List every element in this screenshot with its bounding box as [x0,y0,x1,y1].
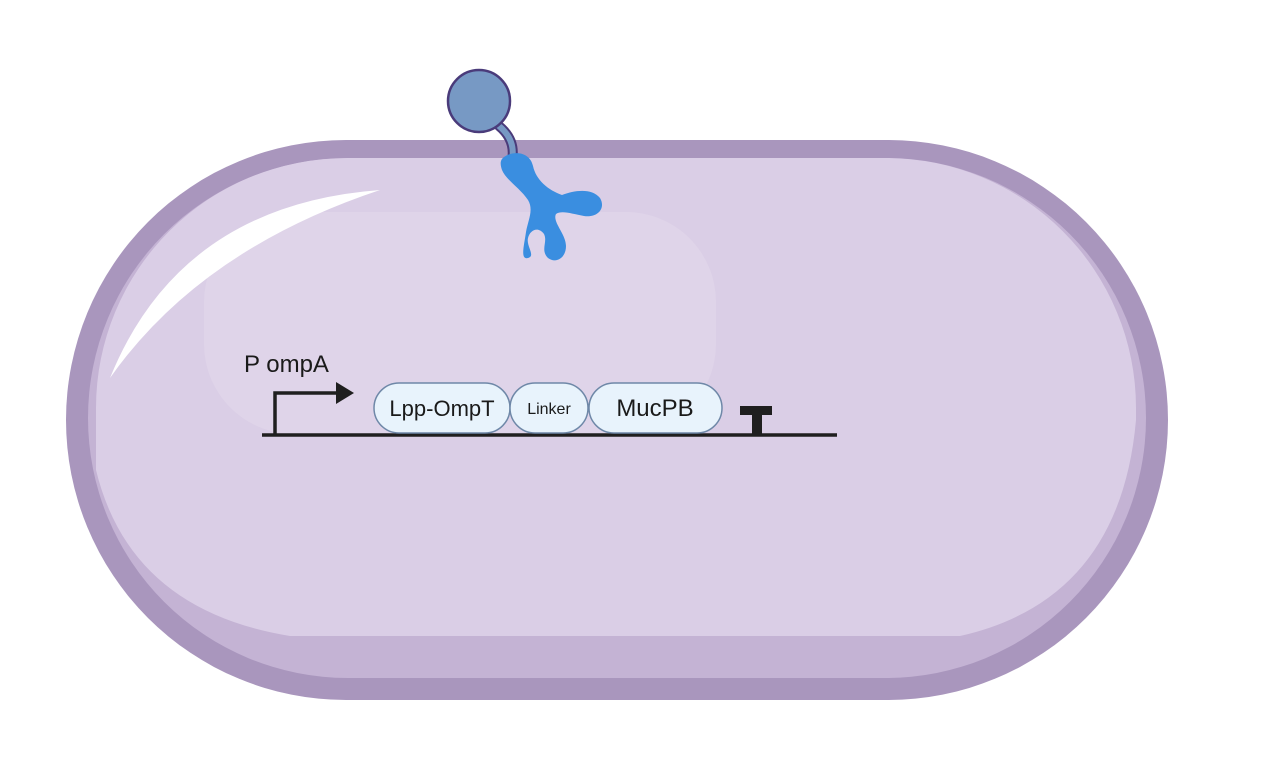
cell-glow [204,212,716,434]
part-label: MucPB [616,395,693,422]
part-lpp-ompt: Lpp-OmpT [373,382,511,434]
surface-receptor [446,68,603,261]
part-label: Linker [527,401,571,418]
bent-arrow-icon [273,382,354,435]
genetic-construct: P ompA Lpp-OmpT Linker MucPB [244,351,837,437]
part-label: Lpp-OmpT [389,396,494,421]
y-shaped-receptor-icon [500,153,603,261]
cell-gloss-streak [110,190,380,378]
bacterial-cell [66,140,1168,700]
part-mucpb: MucPB [588,382,723,434]
part-linker: Linker [509,382,589,434]
t-shaped-terminator-icon [740,406,772,435]
ball-on-stalk-icon [446,68,512,134]
promoter-label: P ompA [244,351,329,378]
